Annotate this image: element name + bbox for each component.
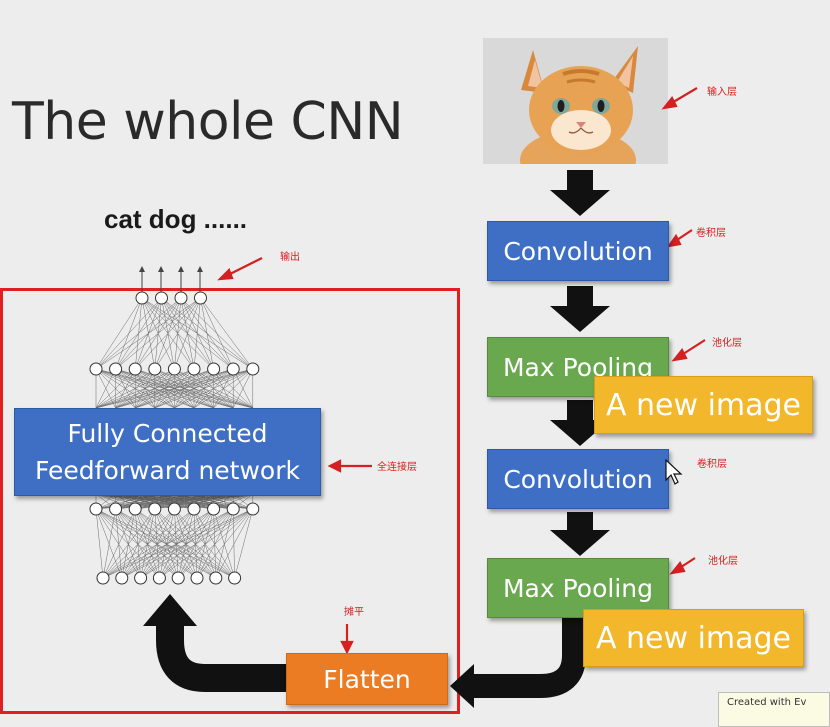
mouse-cursor-icon xyxy=(665,458,683,485)
neuron-node xyxy=(128,362,142,376)
neuron-node xyxy=(167,502,181,516)
cat-input-image xyxy=(483,38,668,164)
new-image-box-1: A new image xyxy=(594,376,813,434)
neuron-node xyxy=(246,362,260,376)
neuron-node xyxy=(194,291,207,305)
neuron-node xyxy=(207,502,221,516)
neuron-node xyxy=(190,571,204,585)
neuron-node xyxy=(134,571,148,585)
neuron-node xyxy=(207,362,221,376)
annotation-conv-layer-2: 卷积层 xyxy=(697,459,727,470)
annotation-pool-layer-1: 池化层 xyxy=(712,338,742,349)
convolution-box-2: Convolution xyxy=(487,449,669,509)
neuron-node xyxy=(155,291,168,305)
annotation-pool-layer-2: 池化层 xyxy=(708,556,738,567)
convolution-label-2: Convolution xyxy=(503,464,653,494)
max-pooling-label-2: Max Pooling xyxy=(502,573,653,603)
fully-connected-label-1: Fully Connected xyxy=(67,419,268,448)
neuron-node xyxy=(228,571,242,585)
neuron-node xyxy=(148,502,162,516)
neuron-node xyxy=(187,502,201,516)
new-image-box-2: A new image xyxy=(583,609,804,667)
neuron-node xyxy=(148,362,162,376)
neuron-node xyxy=(89,502,103,516)
watermark: Created with Ev xyxy=(718,692,830,727)
neuron-node xyxy=(174,291,188,305)
neuron-node xyxy=(96,571,110,585)
neuron-node xyxy=(226,362,240,376)
neuron-node xyxy=(128,502,142,516)
annotation-conv-layer-1: 卷积层 xyxy=(696,228,726,239)
fully-connected-label-2: Feedforward network xyxy=(35,456,300,485)
annotation-input-layer: 输入层 xyxy=(707,87,737,98)
neuron-node xyxy=(89,362,103,376)
new-image-label-1: A new image xyxy=(605,387,802,423)
neuron-node xyxy=(109,502,123,516)
output-classes-label: cat dog ...... xyxy=(104,204,248,234)
convolution-box-1: Convolution xyxy=(487,221,669,281)
annotation-output: 输出 xyxy=(280,252,300,263)
neuron-node xyxy=(167,362,181,376)
fully-connected-box: Fully Connected Feedforward network xyxy=(14,408,321,496)
annotation-flatten: 摊平 xyxy=(344,607,364,618)
neuron-node xyxy=(187,362,201,376)
flatten-label: Flatten xyxy=(323,664,411,694)
fully-connected-frame xyxy=(0,288,460,714)
annotation-fully-connected: 全连接层 xyxy=(377,462,417,473)
neuron-node xyxy=(135,291,149,305)
neuron-node xyxy=(209,571,223,585)
max-pooling-box-2: Max Pooling xyxy=(487,558,669,618)
neuron-node xyxy=(109,362,123,376)
neuron-node xyxy=(226,502,240,516)
flatten-box: Flatten xyxy=(286,653,448,705)
neuron-node xyxy=(171,571,185,585)
neuron-node xyxy=(152,571,166,585)
new-image-label-2: A new image xyxy=(595,620,792,656)
neuron-node xyxy=(115,571,129,585)
neuron-node xyxy=(246,502,260,516)
slide-title: The whole CNN xyxy=(12,92,404,152)
convolution-label-1: Convolution xyxy=(503,236,653,266)
